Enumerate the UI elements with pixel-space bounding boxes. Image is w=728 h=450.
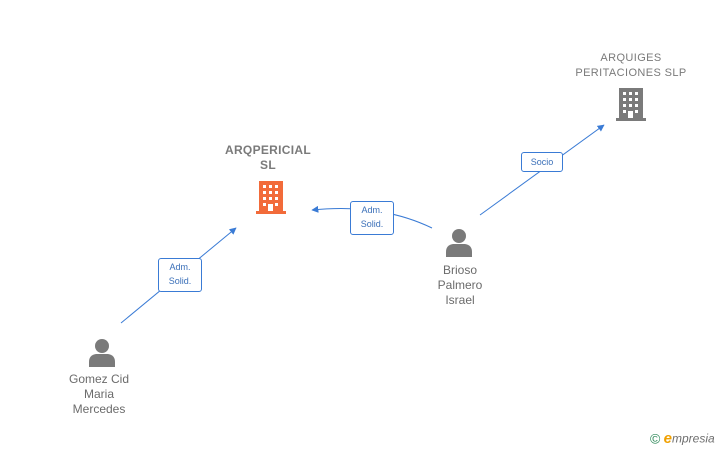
brand-name: mpresia — [672, 431, 715, 446]
company-label-arqpericial: ARQPERICIAL SL — [225, 143, 311, 172]
edge-label-gomez-arqpericial: Adm. Solid. — [158, 258, 202, 292]
company-label-arquiges: ARQUIGES PERITACIONES SLP — [575, 52, 687, 79]
person-icon — [446, 229, 472, 257]
brand-e-letter: e — [663, 430, 673, 447]
edge-label-brioso-arqpericial: Adm. Solid. — [350, 201, 394, 235]
copyright-icon: © — [650, 430, 661, 447]
edge-label-brioso-arquiges: Socio — [521, 152, 563, 172]
building-icon — [616, 88, 646, 121]
building-icon — [256, 181, 286, 214]
person-label-brioso: Brioso Palmero Israel — [437, 263, 483, 307]
person-label-gomez: Gomez Cid Maria Mercedes — [68, 372, 130, 416]
empresia-logo[interactable]: © empresia — [650, 430, 715, 447]
person-icon — [89, 339, 115, 367]
